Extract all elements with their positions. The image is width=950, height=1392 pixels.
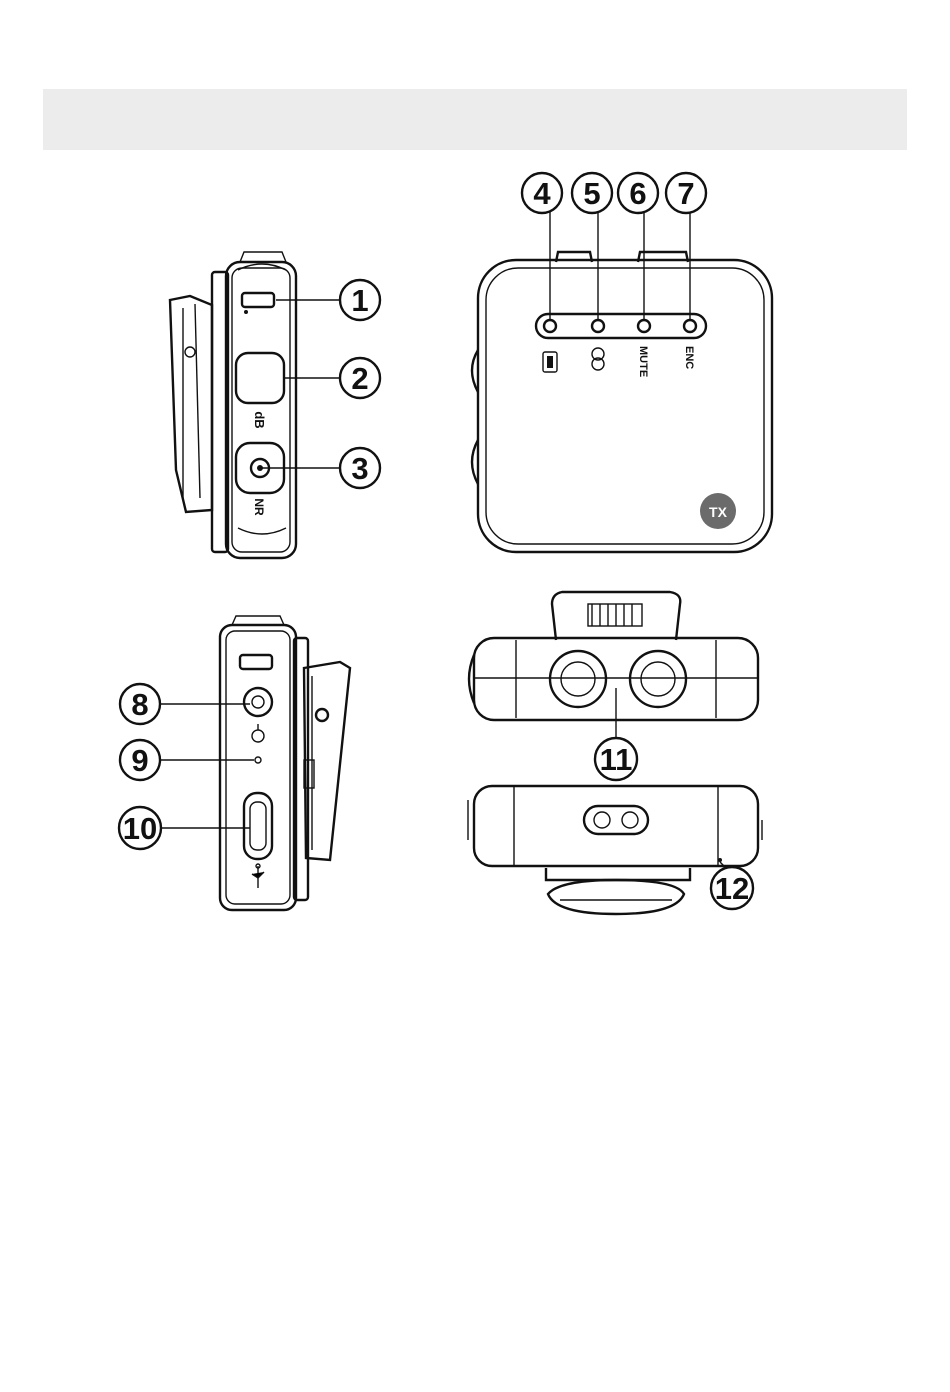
bottom-view-body (474, 786, 758, 866)
callout-2-text: 2 (351, 361, 368, 396)
lanyard-hole (718, 858, 722, 862)
mic-capsule-right-inner (641, 662, 675, 696)
belt-clip (170, 296, 212, 512)
mic-jack-icon (252, 724, 264, 742)
bottom-port-right (622, 812, 638, 828)
callout-1-text: 1 (351, 283, 368, 318)
callout-8: 8 (120, 684, 160, 724)
front-view: MUTE ENC TX (472, 252, 772, 552)
noise-reduction-icon: NR (252, 498, 266, 516)
callout-6: 6 (618, 173, 658, 213)
callout-5: 5 (572, 173, 612, 213)
mic-capsule-left (550, 651, 606, 707)
indicator-led-battery (544, 320, 556, 332)
top-button (240, 252, 286, 262)
mic-capsule-right (630, 651, 686, 707)
callout-9: 9 (120, 740, 160, 780)
usb-c-port (244, 793, 272, 859)
bottom-view-edges (514, 786, 718, 866)
power-switch-2 (240, 655, 272, 669)
callout-12: 12 (711, 867, 753, 909)
callout-3-text: 3 (351, 451, 368, 486)
clip-edge-inner (195, 304, 200, 498)
mic-input-port (244, 688, 272, 716)
callout-8-text: 8 (131, 687, 148, 722)
tx-badge-text: TX (709, 504, 728, 520)
clip-spring (588, 604, 642, 626)
side-view-right (220, 616, 350, 910)
clip-2-pin (316, 709, 328, 721)
db-button (236, 353, 284, 403)
power-dot (244, 310, 248, 314)
grip-line-top (238, 264, 286, 270)
power-switch (242, 293, 274, 307)
callout-4-text: 4 (533, 176, 551, 211)
callout-6-text: 6 (629, 176, 646, 211)
mic-capsule-left-inner (561, 662, 595, 696)
bottom-port-left (594, 812, 610, 828)
clip-spring-coils (592, 604, 632, 626)
callout-2: 2 (340, 358, 380, 398)
indicator-led-link (592, 320, 604, 332)
body-side-2-inner (226, 631, 290, 904)
usb-icon (252, 864, 264, 888)
usb-c-port-inner (250, 802, 266, 850)
belt-clip-2 (304, 662, 350, 860)
svg-text:dB: dB (252, 411, 267, 428)
svg-text:NR: NR (252, 498, 266, 516)
callout-11: 11 (595, 738, 637, 780)
link-icon (592, 348, 604, 370)
callout-10-text: 10 (123, 811, 157, 846)
indicator-led-mute (638, 320, 650, 332)
callout-10: 10 (119, 807, 161, 849)
mic-input-port-inner (252, 696, 264, 708)
callout-11-text: 11 (600, 742, 633, 777)
indicator-strip (536, 314, 706, 338)
callout-7-text: 7 (677, 176, 694, 211)
callout-4: 4 (522, 173, 562, 213)
enc-label: ENC (683, 346, 695, 369)
mute-label: MUTE (637, 346, 649, 377)
bottom-clip-grip (548, 880, 684, 914)
callout-9-text: 9 (131, 743, 148, 778)
callout-7: 7 (666, 173, 706, 213)
top-button-2 (232, 616, 284, 625)
callout-5-text: 5 (583, 176, 600, 211)
grip-line (238, 528, 286, 534)
clip-pin (185, 347, 195, 357)
indicator-led-enc (684, 320, 696, 332)
reset-hole (255, 757, 261, 763)
callout-12-text: 12 (715, 871, 749, 906)
top-view (469, 592, 758, 720)
side-view-left: dB NR (170, 252, 296, 558)
callout-3: 3 (340, 448, 380, 488)
bottom-clip-base (546, 868, 690, 880)
battery-icon (543, 352, 557, 372)
callout-1: 1 (340, 280, 380, 320)
db-icon: dB (252, 411, 267, 428)
